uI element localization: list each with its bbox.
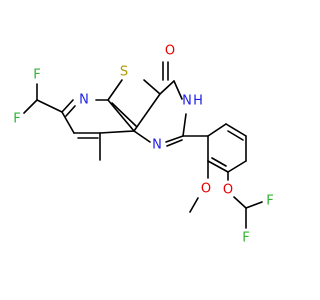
molecule-canvas: O S N N H N F F O bbox=[13, 43, 274, 246]
atom-f-right-top: F bbox=[266, 194, 273, 209]
bond bbox=[207, 123, 227, 137]
bond bbox=[133, 130, 151, 143]
molecule-structure: O S N N H N F F O bbox=[13, 44, 273, 246]
atom-label-text: N bbox=[79, 93, 89, 108]
bond bbox=[133, 93, 161, 132]
atom-label-text: O bbox=[201, 182, 211, 197]
atom-label-text: O bbox=[223, 183, 233, 198]
bond bbox=[233, 196, 247, 209]
bond bbox=[182, 113, 187, 137]
bond bbox=[165, 135, 184, 143]
atom-n-pyrimidine: N bbox=[152, 138, 162, 153]
bond bbox=[245, 201, 263, 209]
bond bbox=[99, 130, 135, 134]
bond bbox=[111, 102, 137, 127]
atom-o-methoxy: O bbox=[201, 182, 211, 197]
atom-f-top: F bbox=[33, 68, 40, 83]
atom-n-pyrimidine-h: N H bbox=[182, 94, 203, 109]
bond bbox=[23, 99, 38, 114]
atom-s-thiophene: S bbox=[120, 65, 128, 80]
atom-label-text: F bbox=[13, 112, 20, 127]
bond bbox=[189, 197, 199, 213]
bond bbox=[36, 99, 63, 113]
atom-f-right-bottom: F bbox=[242, 231, 249, 246]
bond bbox=[227, 130, 244, 141]
bond-group bbox=[23, 61, 263, 229]
bond bbox=[211, 157, 227, 167]
atom-label-text: N bbox=[152, 138, 162, 153]
atom-label-text: O bbox=[165, 44, 175, 59]
atom-label-text: S bbox=[120, 65, 128, 80]
bond bbox=[61, 111, 75, 134]
bond bbox=[65, 105, 76, 117]
bond bbox=[207, 160, 229, 173]
bond bbox=[143, 79, 161, 95]
atom-label-group: O S N N H N F F O bbox=[13, 44, 273, 246]
bond bbox=[173, 80, 183, 100]
atom-f-left: F bbox=[13, 112, 20, 127]
atom-o-carbonyl: O bbox=[165, 44, 175, 59]
atom-n-pyridine: N bbox=[79, 93, 89, 108]
bond bbox=[225, 123, 247, 137]
atom-o-ether: O bbox=[223, 183, 233, 198]
atom-label-text: H bbox=[193, 94, 203, 109]
bond bbox=[61, 99, 74, 113]
atom-label-text: N bbox=[182, 94, 192, 109]
atom-label-text: F bbox=[242, 231, 249, 246]
bond bbox=[166, 139, 183, 147]
atom-label-text: F bbox=[266, 194, 273, 209]
bond bbox=[107, 79, 123, 101]
bond bbox=[227, 160, 247, 173]
atom-label-text: F bbox=[33, 68, 40, 83]
bond bbox=[159, 80, 175, 95]
bond bbox=[107, 99, 135, 132]
